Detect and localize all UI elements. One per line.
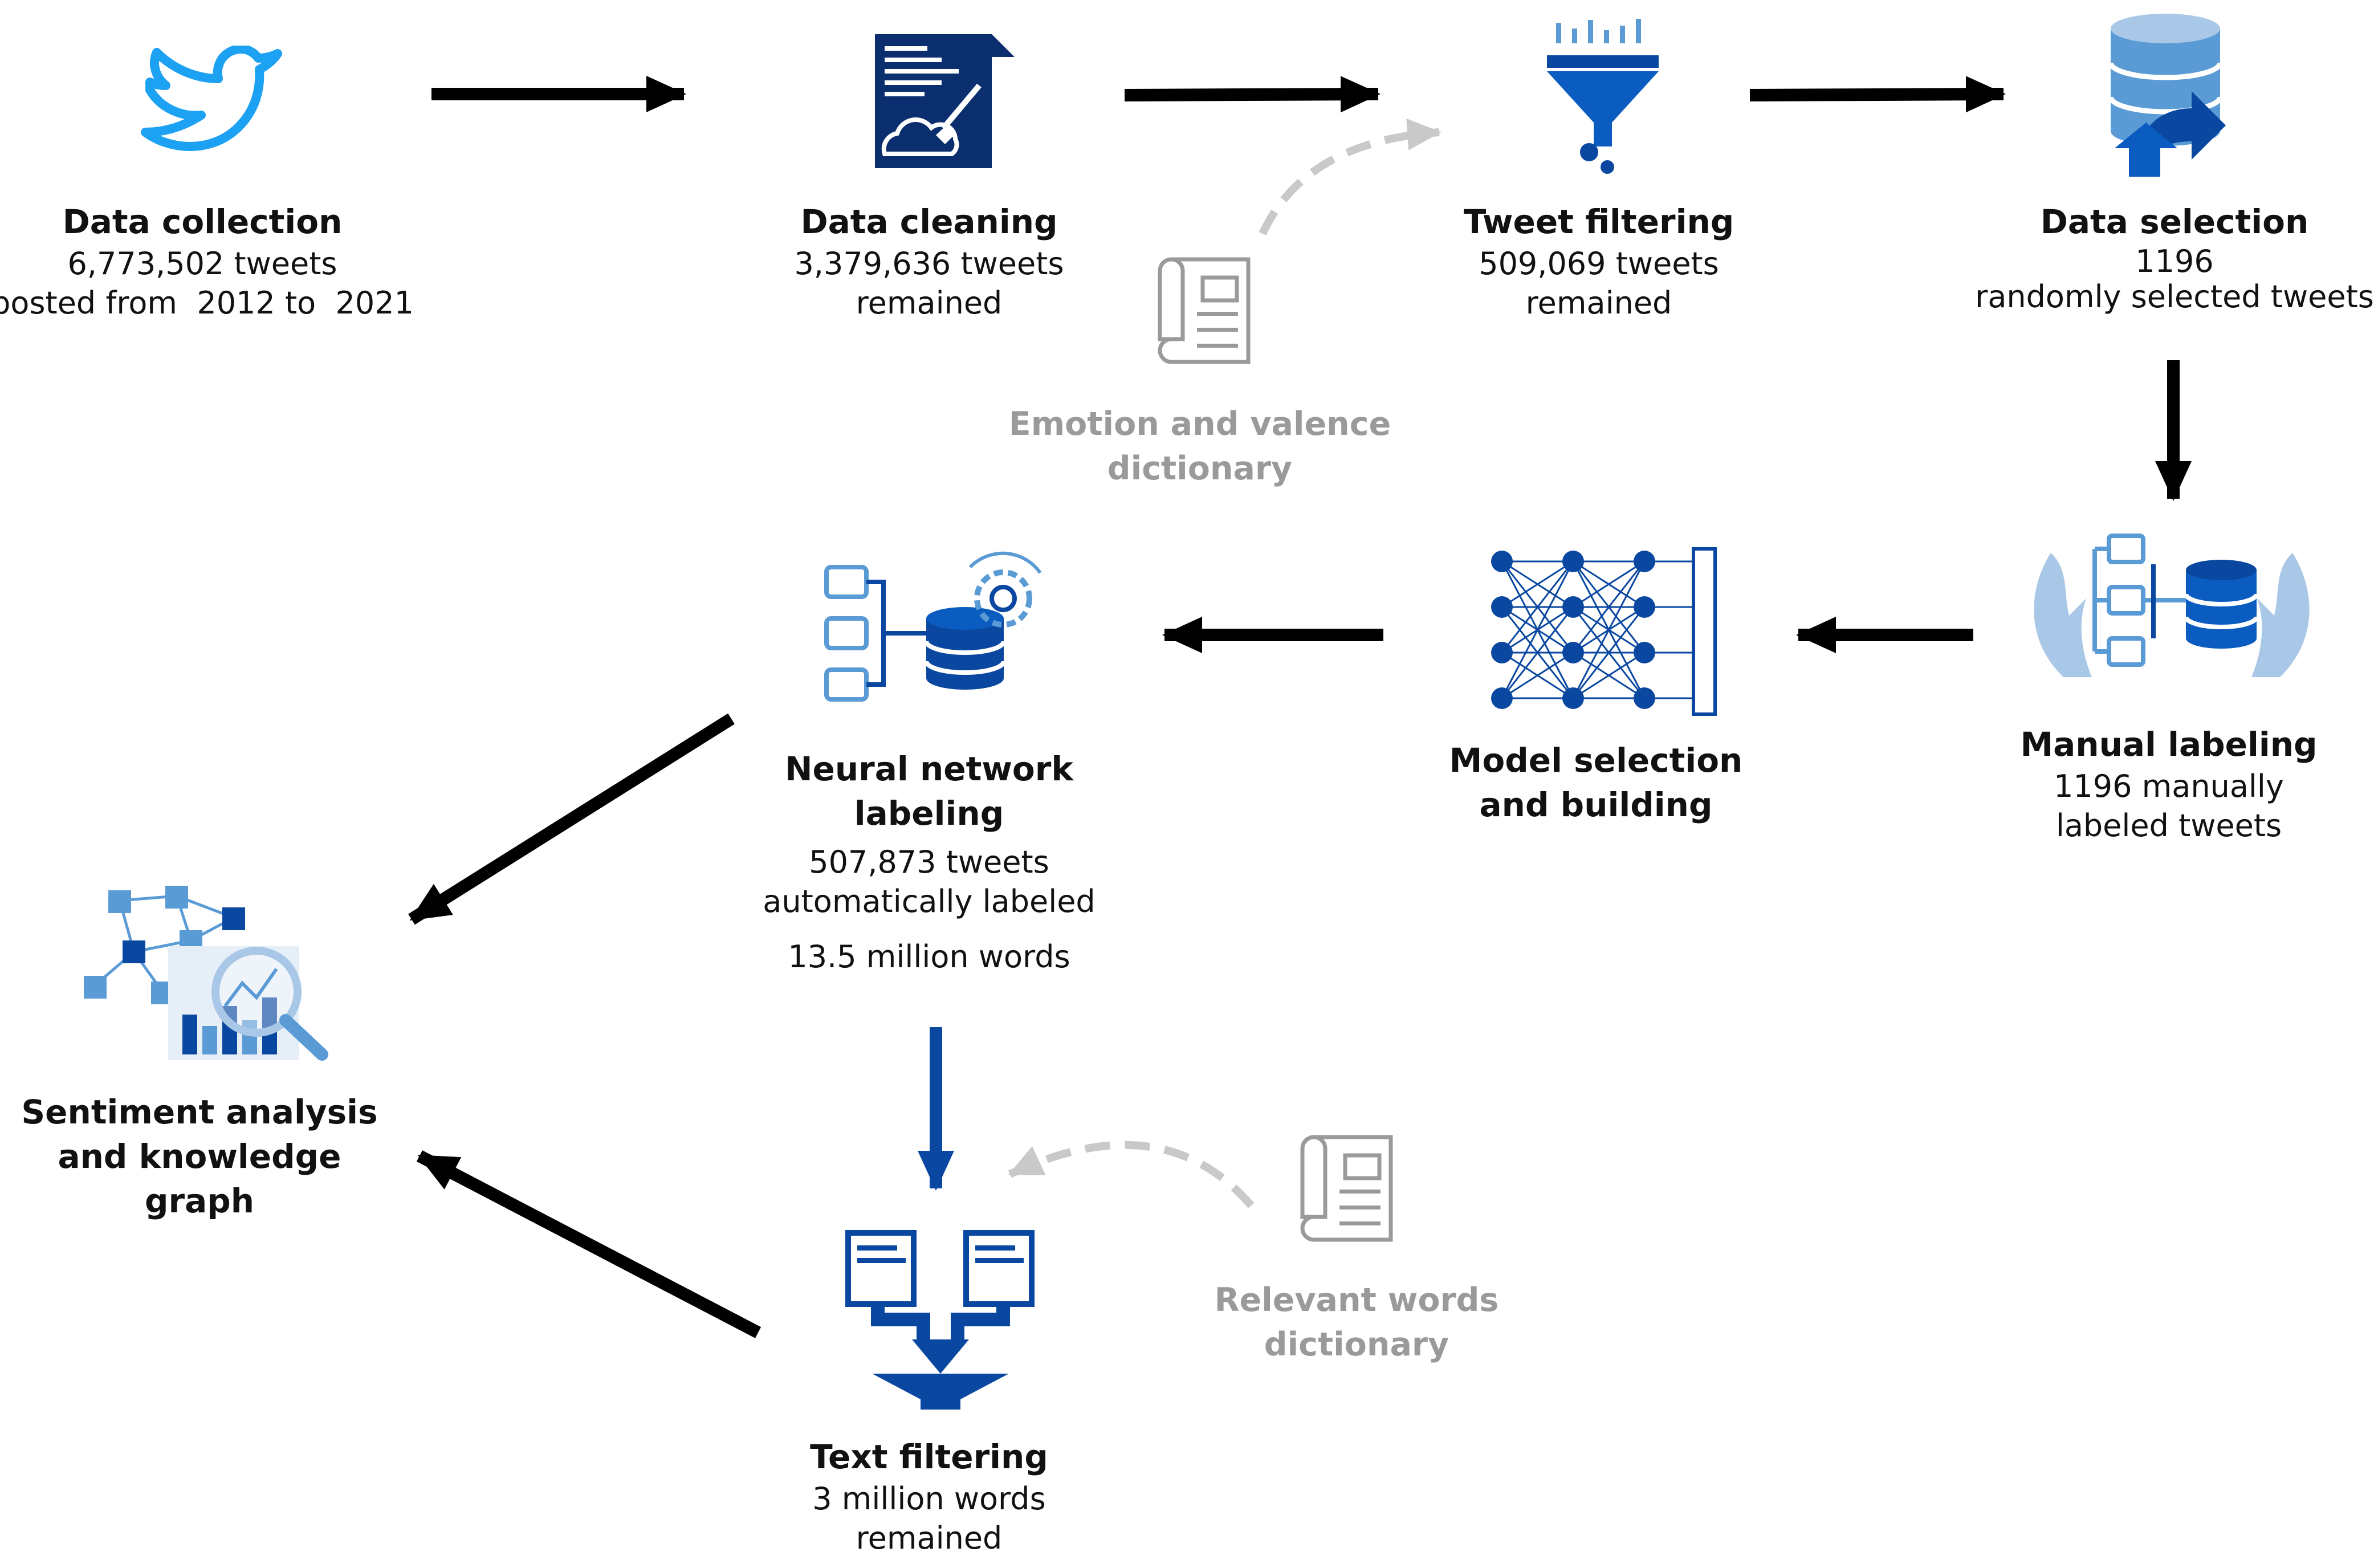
dashed-arrow-relevant-dictionary <box>1008 1141 1255 1208</box>
data-cleaning-title: Data cleaning <box>800 202 1058 241</box>
data-cleaning-label: Data cleaning 3,379,636 tweets remained <box>794 199 1064 323</box>
data-collection-title: Data collection <box>62 202 343 241</box>
tweet-filtering-title: Tweet filtering <box>1463 202 1734 241</box>
neural-labeling-count: 507,873 tweets <box>809 844 1049 880</box>
data-collection-period: posted from 2012 to 2021 <box>0 285 414 321</box>
data-collection-count: 6,773,502 tweets <box>67 246 337 282</box>
manual-labeling-label: Manual labeling 1196 manually labeled tw… <box>2020 722 2317 845</box>
sentiment-analysis-label: Sentiment analysis and knowledge graph <box>21 1090 377 1223</box>
neural-labeling-title-line2: labeling <box>854 794 1004 833</box>
tweet-filtering-status: remained <box>1525 285 1672 321</box>
arrow-textfilter-to-sentiment <box>416 1150 762 1338</box>
relevant-dictionary-label: Relevant words dictionary <box>1215 1278 1499 1367</box>
data-collection-label: Data collection 6,773,502 tweets posted … <box>0 199 414 323</box>
data-selection-count: 1196 <box>2135 243 2214 279</box>
neural-labeling-title-line1: Neural network <box>785 750 1073 788</box>
neural-labeling-description: automatically labeled <box>763 883 1096 919</box>
neural-labeling-label: Neural network labeling 507,873 tweets a… <box>763 747 1095 976</box>
filter-funnel-icon <box>1547 19 1659 174</box>
database-gear-icon <box>824 551 1042 702</box>
emotion-dictionary-line2: dictionary <box>1107 450 1293 487</box>
data-selection-title: Data selection <box>2040 202 2309 241</box>
data-cleaning-status: remained <box>856 285 1003 321</box>
document-merge-funnel-icon <box>845 1230 1035 1410</box>
dashed-arrow-emotion-dictionary <box>1259 118 1441 235</box>
twitter-bird-icon <box>141 46 282 151</box>
knowledge-graph-analysis-icon <box>84 886 328 1061</box>
tweet-filtering-label: Tweet filtering 509,069 tweets remained <box>1464 199 1734 323</box>
model-selection-title-line1: Model selection <box>1449 741 1743 780</box>
database-selection-icon <box>2108 14 2226 177</box>
sentiment-analysis-title-line2: and knowledge <box>58 1137 341 1176</box>
model-selection-label: Model selection and building <box>1449 738 1743 827</box>
manual-labeling-description: labeled tweets <box>2055 808 2282 844</box>
emotion-dictionary-line1: Emotion and valence <box>1008 405 1391 443</box>
relevant-dictionary-line1: Relevant words <box>1214 1281 1499 1319</box>
tweet-filtering-count: 509,069 tweets <box>1479 246 1719 282</box>
manual-labeling-title: Manual labeling <box>2020 725 2318 764</box>
sentiment-analysis-title-line1: Sentiment analysis <box>21 1093 378 1131</box>
arrow-cleaning-to-filtering <box>1124 76 1381 113</box>
emotion-dictionary-icon <box>1158 257 1251 364</box>
emotion-dictionary-label: Emotion and valence dictionary <box>1009 402 1391 491</box>
arrow-filtering-to-selection <box>1749 76 2006 113</box>
data-selection-description: randomly selected tweets <box>1975 279 2374 315</box>
sentiment-analysis-title-line3: graph <box>144 1182 255 1220</box>
relevant-dictionary-line2: dictionary <box>1264 1326 1449 1363</box>
data-cleaning-count: 3,379,636 tweets <box>794 246 1064 282</box>
model-selection-title-line2: and building <box>1479 785 1713 824</box>
text-filtering-label: Text filtering 3 million words remained <box>810 1435 1048 1558</box>
text-filtering-status: remained <box>856 1520 1003 1556</box>
data-selection-label: Data selection 1196 randomly selected tw… <box>1975 199 2374 315</box>
neural-labeling-words: 13.5 million words <box>788 939 1070 975</box>
neural-network-icon <box>1491 547 1717 716</box>
relevant-dictionary-icon <box>1300 1135 1393 1242</box>
arrow-neural-to-sentiment <box>408 713 735 925</box>
document-cleaning-icon <box>875 34 1015 168</box>
text-filtering-title: Text filtering <box>810 1437 1048 1476</box>
hands-database-icon <box>2034 533 2310 677</box>
manual-labeling-count: 1196 manually <box>2054 768 2284 804</box>
text-filtering-count: 3 million words <box>812 1481 1046 1517</box>
